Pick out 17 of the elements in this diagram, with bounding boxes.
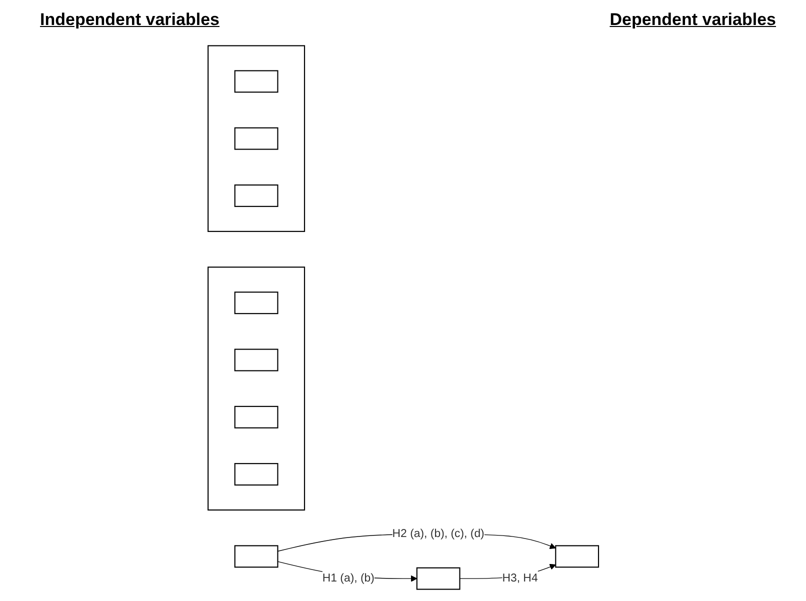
- node-box: [416, 567, 460, 590]
- edge-label: H2 (a), (b), (c), (d): [392, 528, 484, 540]
- node-box: [234, 292, 278, 314]
- cluster: [207, 266, 305, 511]
- edge-label: H3, H4: [502, 572, 538, 584]
- node-box: [234, 127, 278, 150]
- edge-label: H1 (a), (b): [322, 572, 374, 584]
- cluster: [207, 45, 305, 232]
- column-heading: Independent variables: [40, 10, 220, 31]
- node-box: [234, 406, 278, 428]
- node-box: [234, 463, 278, 486]
- node-box: [234, 545, 278, 568]
- node-box: [234, 184, 278, 207]
- node-box: [554, 545, 599, 568]
- node-box: [234, 348, 278, 372]
- node-box: [234, 70, 278, 93]
- column-heading: Dependent variables: [610, 10, 776, 31]
